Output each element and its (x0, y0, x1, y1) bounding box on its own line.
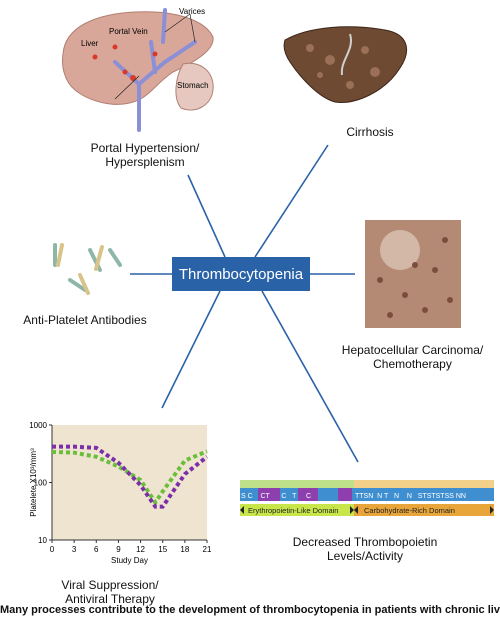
stomach-label: Stomach (177, 81, 209, 90)
epo-domain-label: Erythropoietin-Like Domain (248, 506, 338, 515)
epo-domain-bar (240, 504, 354, 516)
thrombocytopenia-label: Thrombocytopenia (178, 265, 304, 283)
x-tick-label: 0 (50, 545, 55, 554)
varices-label: Varices (179, 7, 205, 16)
figure-caption: Many processes contribute to the develop… (0, 604, 500, 616)
series-line-2 (52, 444, 209, 509)
hcc-label: Hepatocellular Carcinoma/Chemotherapy (341, 343, 484, 371)
x-tick-label: 15 (158, 545, 167, 554)
y-tick-label: 10 (38, 536, 47, 545)
x-tick-label: 3 (72, 545, 77, 554)
portal-hypertension-label: Portal Hypertension/Hypersplenism (90, 141, 200, 169)
cirrhosis-label: Cirrhosis (346, 125, 394, 139)
x-tick-label: 9 (116, 545, 121, 554)
plot-area (52, 425, 207, 540)
x-tick-label: 12 (136, 545, 145, 554)
tpo-bar-right-band (354, 480, 494, 490)
line-to-tpo (261, 290, 359, 463)
domain-arrow-left (240, 506, 244, 514)
varices-pointer (164, 13, 191, 33)
portal-vein-pointer (114, 75, 140, 100)
flow-arrow (112, 44, 118, 50)
tpo-sequence-figure: S C CT C T C TTSN N T N N STSTSTSS NN Er… (240, 480, 494, 516)
flow-arrow (152, 51, 158, 57)
liver-label: Liver (81, 39, 99, 48)
portal-vein-shape (137, 40, 197, 132)
cirrhotic-liver-highlight (340, 33, 353, 76)
x-axis-label: Study Day (111, 556, 148, 565)
tpo-segment (338, 488, 352, 501)
line-to-portal (187, 174, 226, 258)
domain-arrow-mid (350, 506, 354, 514)
y-axis-label: Platelete X10³/mm³ (29, 448, 38, 517)
line-to-cirrhosis (254, 144, 329, 258)
line-to-viral (161, 290, 221, 409)
varices-pointer (189, 13, 196, 43)
anti-platelet-antibodies-label: Anti-Platelet Antibodies (23, 313, 147, 327)
liver-anatomy-illustration: Varices Portal Vein Liver Stomach (62, 7, 214, 132)
tpo-segment (298, 488, 318, 501)
vein-branch (149, 40, 157, 74)
carb-domain-label: Carbohydrate-Rich Domain (364, 506, 455, 515)
cirrhotic-liver-shape (283, 26, 408, 103)
cirrhotic-liver-image (283, 26, 408, 103)
hcc-micrograph (365, 220, 461, 328)
carb-domain-bar (354, 504, 494, 516)
y-tick-label: 1000 (29, 421, 47, 430)
domain-arrow-mid2 (354, 506, 358, 514)
domain-arrow-right (490, 506, 494, 514)
viral-suppression-label: Viral Suppression/Antiviral Therapy (61, 578, 159, 606)
flow-arrow (122, 69, 128, 75)
stomach-shape (175, 62, 214, 111)
x-tick-label: 21 (203, 545, 212, 554)
varices-vessel (161, 8, 167, 44)
tpo-bar-left-band (240, 480, 354, 490)
flow-arrow (130, 75, 136, 81)
thrombocytopenia-box: Thrombocytopenia (172, 257, 310, 291)
portal-vein-label: Portal Vein (109, 27, 148, 36)
tpo-segment (258, 488, 280, 501)
flow-arrow (92, 54, 98, 60)
x-tick-label: 18 (180, 545, 189, 554)
antibodies-icon (53, 243, 122, 295)
tpo-sequence-left: S C CT C T C (241, 493, 311, 500)
tpo-sequence-right: TTSN N T N N STSTSTSS NN (355, 493, 466, 500)
x-tick-label: 6 (94, 545, 99, 554)
y-tick-label: 100 (34, 479, 48, 488)
series-line-1 (51, 449, 208, 507)
